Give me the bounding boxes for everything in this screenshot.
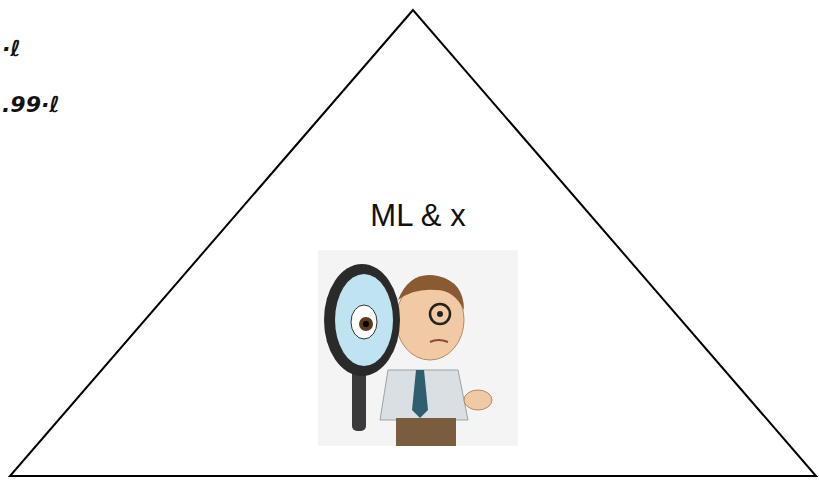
side-label: .99·ℓ [2,92,60,117]
node-text: ML & x [370,198,465,234]
triangle-node: ML & x [8,8,818,478]
detective-illustration [318,250,518,446]
triangle-outline [8,8,818,478]
side-label: ·ℓ [2,36,21,61]
